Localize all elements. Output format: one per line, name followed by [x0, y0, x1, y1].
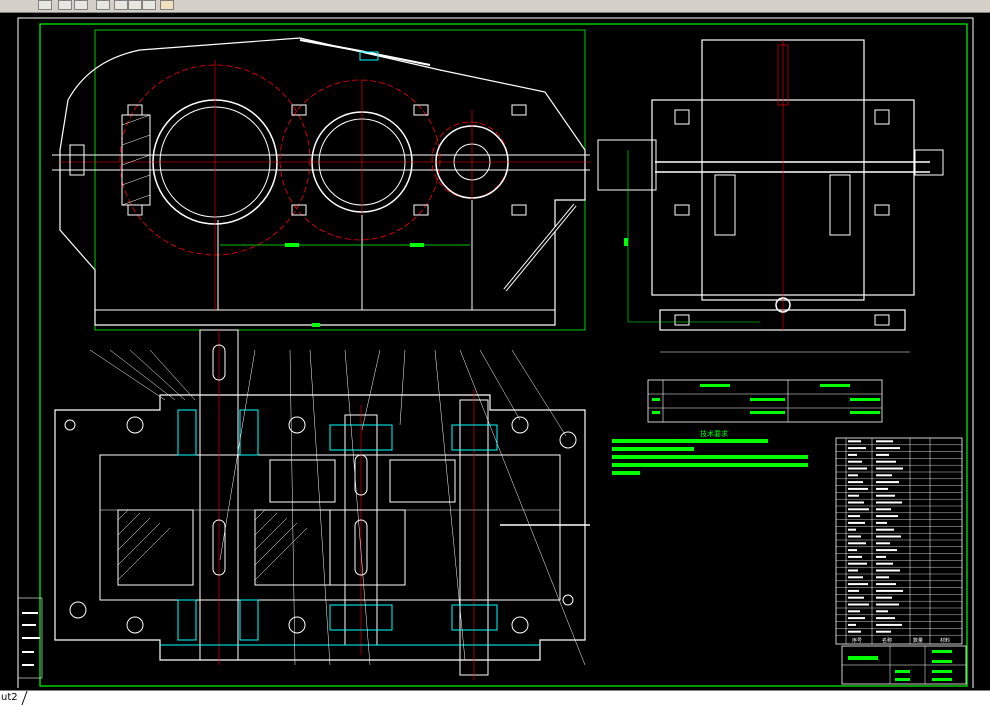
parts-cell-text	[876, 630, 891, 633]
cad-toolbar	[0, 0, 990, 13]
parts-cell-text	[848, 535, 861, 538]
parts-footer-3: 数量	[913, 637, 923, 644]
layout-tab[interactable]: ut2	[1, 692, 18, 703]
parts-cell-text	[876, 555, 886, 558]
toolbar-button-5[interactable]	[114, 0, 128, 10]
parts-cell-text	[848, 467, 867, 470]
parts-cell-text	[848, 474, 858, 477]
parts-cell-text	[876, 569, 900, 572]
parts-cell-text	[848, 542, 866, 545]
title-block	[841, 645, 967, 685]
parts-cell-text	[848, 501, 864, 504]
parts-cell-text	[848, 440, 861, 443]
parts-cell-text	[876, 447, 900, 450]
parts-cell-text	[848, 487, 868, 490]
parts-cell-text	[876, 576, 889, 579]
tech-requirements-title: 技术要求	[700, 429, 728, 438]
parts-cell-text	[848, 555, 862, 558]
parts-cell-text	[876, 610, 888, 613]
parts-cell-text	[848, 576, 863, 579]
parts-cell-text	[848, 515, 860, 518]
toolbar-button-1[interactable]	[38, 0, 52, 10]
parts-cell-text	[848, 623, 856, 626]
parts-cell-text	[848, 494, 859, 497]
parts-cell-text	[848, 521, 865, 524]
revision-block	[17, 597, 43, 679]
parts-cell-text	[876, 508, 891, 511]
parts-cell-text	[848, 562, 867, 565]
parts-cell-text	[848, 460, 862, 463]
parts-cell-text	[876, 549, 897, 552]
parts-cell-text	[848, 630, 861, 633]
parts-cell-text	[876, 542, 890, 545]
parts-cell-text	[876, 467, 903, 470]
toolbar-button-7[interactable]	[142, 0, 156, 10]
parts-cell-text	[876, 460, 896, 463]
parts-cell-text	[876, 589, 903, 592]
parts-cell-text	[848, 610, 860, 613]
layout-tab-bar: ut2	[0, 690, 990, 705]
parts-cell-text	[876, 501, 902, 504]
cad-drawing-canvas[interactable]: 技术要求 序号 名称 数量 材料	[0, 12, 990, 688]
gear-spec-table	[647, 379, 883, 423]
parts-cell-text	[876, 603, 899, 606]
parts-cell-text	[848, 549, 857, 552]
parts-cell-text	[876, 562, 893, 565]
side-view	[597, 39, 944, 353]
parts-cell-text	[848, 583, 868, 586]
toolbar-button-4[interactable]	[96, 0, 110, 10]
parts-cell-text	[876, 440, 893, 443]
plan-section-view	[54, 329, 590, 680]
front-view	[52, 29, 590, 331]
toolbar-button-2[interactable]	[58, 0, 72, 10]
parts-cell-text	[876, 535, 901, 538]
parts-footer-4: 材料	[940, 637, 950, 644]
parts-cell-text	[876, 453, 889, 456]
technical-requirements: 技术要求	[612, 429, 808, 475]
layout-tab-edge	[21, 691, 28, 705]
parts-cell-text	[876, 487, 888, 490]
parts-footer-2: 名称	[882, 637, 892, 644]
toolbar-button-6[interactable]	[128, 0, 142, 10]
parts-cell-text	[876, 515, 898, 518]
parts-cell-text	[848, 453, 857, 456]
parts-cell-text	[876, 596, 892, 599]
parts-cell-text	[876, 617, 895, 620]
parts-cell-text	[876, 623, 902, 626]
parts-list-table: 序号 名称 数量 材料	[835, 437, 963, 645]
parts-cell-text	[848, 596, 864, 599]
paint-icon[interactable]	[160, 0, 174, 10]
parts-cell-text	[848, 508, 869, 511]
drawing-outer-border	[17, 17, 974, 688]
toolbar-button-3[interactable]	[74, 0, 88, 10]
parts-cell-text	[848, 569, 858, 572]
parts-cell-text	[876, 474, 892, 477]
parts-cell-text	[848, 528, 856, 531]
parts-cell-text	[876, 494, 895, 497]
parts-cell-text	[848, 589, 859, 592]
parts-cell-text	[876, 528, 894, 531]
parts-cell-text	[848, 603, 869, 606]
parts-cell-text	[876, 583, 896, 586]
parts-cell-text	[848, 481, 863, 484]
parts-cell-text	[876, 521, 887, 524]
drawing-frame	[39, 23, 968, 687]
parts-footer-1: 序号	[852, 637, 862, 644]
parts-cell-text	[848, 617, 865, 620]
parts-cell-text	[848, 447, 866, 450]
parts-cell-text	[876, 481, 899, 484]
